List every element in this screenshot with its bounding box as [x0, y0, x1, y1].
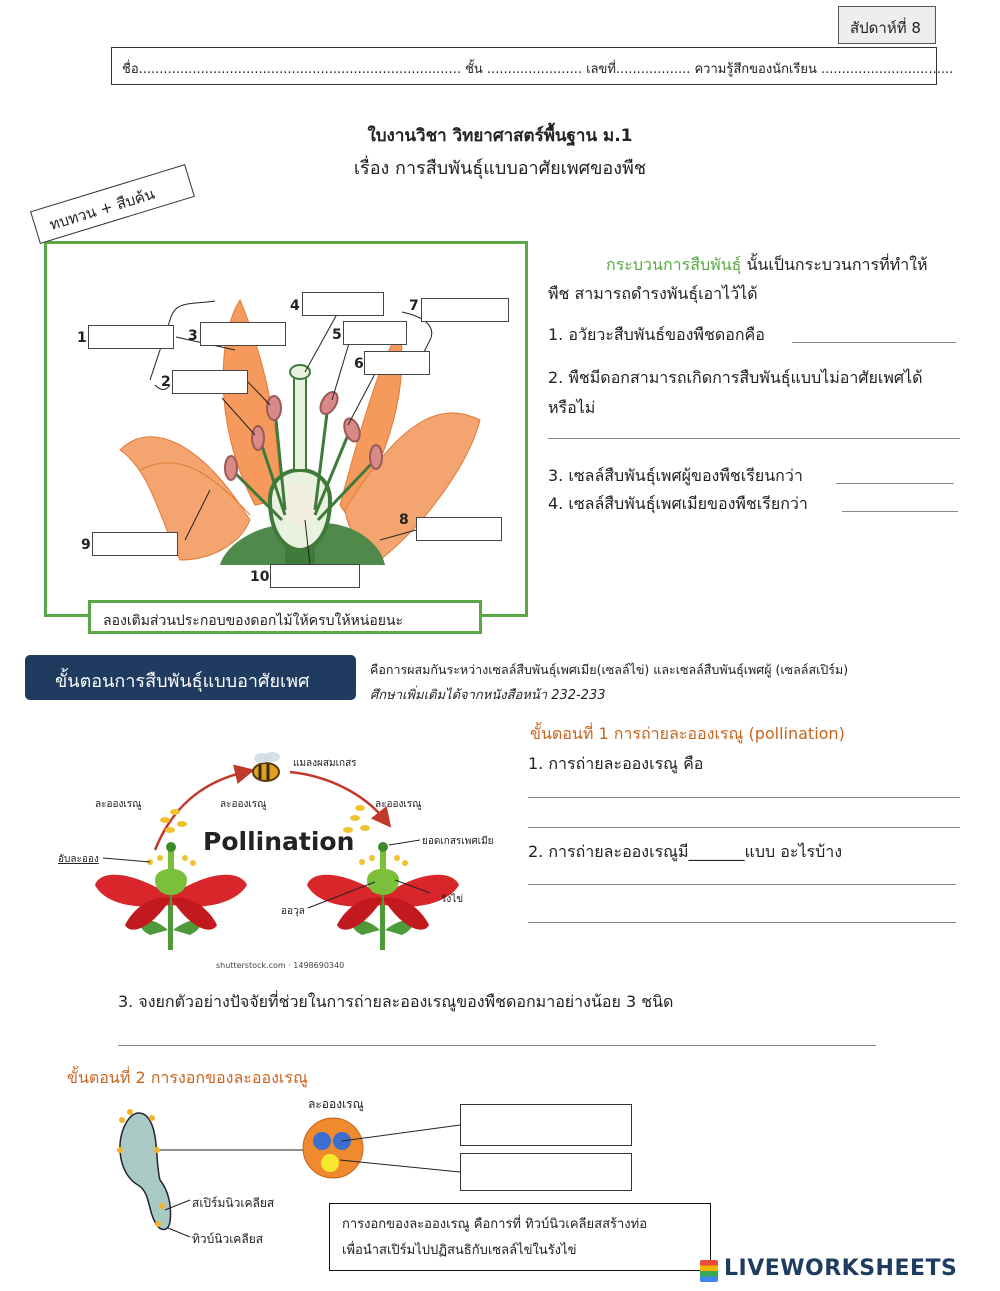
- live-badge-icon: [700, 1260, 718, 1282]
- intro-line-1: กระบวนการสืบพันธุ์ นั้นเป็นกระบวนการที่ท…: [606, 255, 928, 274]
- question-4: 4. เซลล์สืบพันธุ์เพศเมียของพืชเรียกว่า: [548, 494, 808, 513]
- section-description: คือการผสมกันระหว่างเซลล์สืบพันธุ์เพศเมีย…: [370, 662, 849, 677]
- label-sperm-nuclei: สเปิร์มนิวเคลียส: [192, 1196, 275, 1210]
- step1-answer-line-1b[interactable]: [528, 827, 960, 828]
- section-reference: ศึกษาเพิ่มเติมได้จากหนังสือหน้า 232-233: [370, 688, 606, 703]
- diagram-answer-box-9[interactable]: [92, 532, 178, 556]
- step2-note: การงอกของละอองเรณู คือการที่ ทิวบ์นิวเคล…: [329, 1203, 711, 1271]
- label-ovary: รังไข่: [441, 894, 464, 905]
- pollen-grains: [160, 805, 370, 833]
- diagram-number-9: 9: [81, 537, 91, 553]
- intro-line-2: พืช สามารถดำรงพันธุ์เอาไว้ได้: [548, 284, 758, 303]
- diagram-number-8: 8: [399, 512, 409, 528]
- answer-line-q4[interactable]: [842, 511, 958, 512]
- flower-petals: [119, 298, 481, 561]
- pollination-arrows: [153, 764, 392, 851]
- label-pollen-mid: ละอองเรณู: [220, 799, 267, 810]
- step1-answer-line-2a[interactable]: [528, 884, 956, 885]
- flower-left: [95, 842, 247, 950]
- pollen-tube: [119, 1112, 172, 1231]
- answer-line-q2[interactable]: [548, 438, 960, 439]
- student-info-bar: ชื่อ....................................…: [111, 47, 953, 85]
- diagram-answer-box-10[interactable]: [270, 564, 360, 588]
- diagram-number-3: 3: [188, 328, 198, 344]
- diagram-answer-box-7[interactable]: [421, 298, 509, 322]
- filaments: [230, 404, 377, 522]
- pollen-dots: [117, 1109, 165, 1227]
- label-ovule: ออวุล: [281, 906, 305, 917]
- intro-highlight: กระบวนการสืบพันธุ์: [606, 255, 742, 274]
- image-credit: shutterstock.com · 1498690340: [216, 961, 345, 970]
- diagram-number-4: 4: [290, 298, 300, 314]
- diagram-answer-box-8[interactable]: [416, 517, 502, 541]
- tube-nucleus: [321, 1154, 339, 1172]
- question-2b: หรือไม่: [548, 398, 596, 417]
- diagram-answer-box-5[interactable]: [343, 321, 407, 345]
- label-stigma: ยอดเกสรเพศเมีย: [422, 836, 494, 847]
- diagram-answer-box-2[interactable]: [172, 370, 248, 394]
- diagram-number-10: 10: [250, 569, 270, 585]
- sperm-nucleus-a: [313, 1132, 331, 1150]
- step1-answer-line-1a[interactable]: [528, 797, 960, 798]
- diagram-number-7: 7: [409, 298, 419, 314]
- leader-lines: [149, 300, 433, 566]
- label-pollen-grain: ละอองเรณู: [308, 1097, 364, 1111]
- student-info-line: ชื่อ....................................…: [122, 62, 954, 77]
- ovule: [285, 483, 315, 527]
- step2-answer-box-2[interactable]: [460, 1153, 632, 1191]
- diagram-number-2: 2: [161, 374, 171, 390]
- diagram-number-1: 1: [77, 330, 87, 346]
- step1-title: ขั้นตอนที่ 1 การถ่ายละอองเรณู (pollinati…: [530, 724, 845, 743]
- week-label: สัปดาห์ที่ 8: [850, 19, 921, 37]
- label-pollen-right: ละอองเรณู: [375, 799, 422, 810]
- page-title: ใบงานวิชา วิทยาศาสตร์พื้นฐาน ม.1: [367, 126, 633, 146]
- week-box: สัปดาห์ที่ 8: [838, 6, 936, 44]
- section-banner: ขั้นตอนการสืบพันธุ์แบบอาศัยเพศ: [25, 655, 356, 700]
- flower-right: [307, 842, 459, 950]
- logo-text: LIVEWORKSHEETS: [724, 1256, 958, 1281]
- step1-question-2: 2. การถ่ายละอองเรณูมี_______แบบ อะไรบ้าง: [528, 842, 843, 861]
- liveworksheets-logo: LIVEWORKSHEETS: [700, 1256, 996, 1286]
- step1-question-3: 3. จงยกตัวอย่างปัจจัยที่ช่วยในการถ่ายละอ…: [118, 992, 674, 1011]
- diagram-answer-box-6[interactable]: [364, 351, 430, 375]
- label-pollen-left: ละอองเรณู: [95, 799, 142, 810]
- diagram-caption: ลองเติมส่วนประกอบของดอกไม้ให้ครบให้หน่อย…: [88, 600, 482, 634]
- label-tube-nucleus: ทิวบ์นิวเคลียส: [192, 1232, 264, 1246]
- bee-icon: [252, 752, 280, 782]
- diagram-number-6: 6: [354, 356, 364, 372]
- step1-answer-line-2b[interactable]: [528, 922, 956, 923]
- page-subtitle: เรื่อง การสืบพันธุ์แบบอาศัยเพศของพืช: [353, 158, 647, 179]
- pollination-word: Pollination: [203, 827, 355, 856]
- answer-line-q1[interactable]: [792, 342, 956, 343]
- label-insect: แมลงผสมเกสร: [293, 758, 357, 769]
- step1-question-1: 1. การถ่ายละอองเรณู คือ: [528, 754, 704, 773]
- step1-answer-line-3[interactable]: [118, 1045, 876, 1046]
- stigma: [289, 364, 311, 380]
- step2-answer-box-1[interactable]: [460, 1104, 632, 1146]
- question-3: 3. เซลล์สืบพันธุ์เพศผู้ของพืชเรียนกว่า: [548, 466, 803, 485]
- question-2a: 2. พืชมีดอกสามารถเกิดการสืบพันธุ์แบบไม่อ…: [548, 368, 923, 387]
- question-1: 1. อวัยวะสืบพันธ์ของพืชดอกคือ: [548, 325, 765, 344]
- diagram-number-5: 5: [332, 327, 342, 343]
- diagram-answer-box-4[interactable]: [302, 292, 384, 316]
- label-anther: อับละออง: [58, 854, 99, 865]
- answer-line-q3[interactable]: [836, 483, 954, 484]
- diagram-answer-box-3[interactable]: [200, 322, 286, 346]
- step2-title: ขั้นตอนที่ 2 การงอกของละอองเรณู: [67, 1068, 308, 1087]
- diagram-answer-box-1[interactable]: [88, 325, 174, 349]
